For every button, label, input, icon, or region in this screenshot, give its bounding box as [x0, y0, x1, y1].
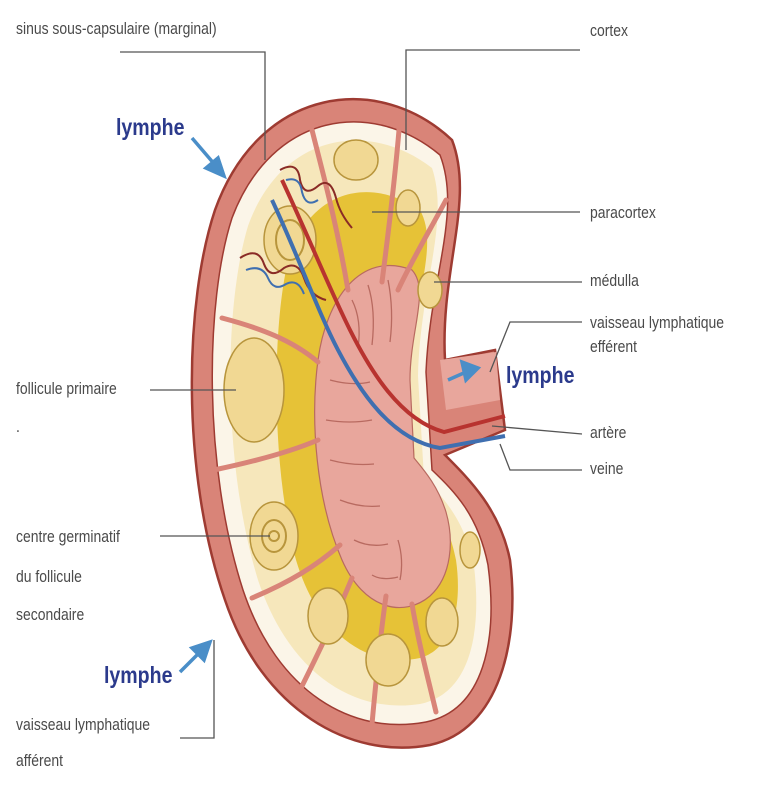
label-paracortex: paracortex — [590, 204, 656, 221]
follicle — [334, 140, 378, 180]
follicle — [426, 598, 458, 646]
follicle — [366, 634, 410, 686]
label-medulla: médulla — [590, 272, 639, 289]
label-artere: artère — [590, 424, 626, 441]
label-efferent-line2: efférent — [590, 338, 637, 355]
follicle — [308, 588, 348, 644]
label-veine: veine — [590, 460, 623, 477]
leader-sinus — [120, 52, 265, 160]
follicle — [460, 532, 480, 568]
label-lymphe-right: lymphe — [506, 364, 574, 387]
leader-veine — [500, 444, 582, 470]
label-germinatif-line3: secondaire — [16, 606, 84, 623]
label-dot: . — [16, 418, 20, 435]
label-lymphe-bottom: lymphe — [104, 664, 172, 687]
label-efferent-line1: vaisseau lymphatique — [590, 314, 724, 331]
label-afferent-line2: afférent — [16, 752, 63, 769]
label-sinus: sinus sous-capsulaire (marginal) — [16, 20, 217, 37]
label-germinatif-line1: centre germinatif — [16, 528, 120, 545]
label-lymphe-top: lymphe — [116, 116, 184, 139]
label-cortex: cortex — [590, 22, 628, 39]
label-afferent-line1: vaisseau lymphatique — [16, 716, 150, 733]
label-follicule-primaire: follicule primaire — [16, 380, 117, 397]
follicle — [418, 272, 442, 308]
follicle — [396, 190, 420, 226]
label-germinatif-line2: du follicule — [16, 568, 82, 585]
